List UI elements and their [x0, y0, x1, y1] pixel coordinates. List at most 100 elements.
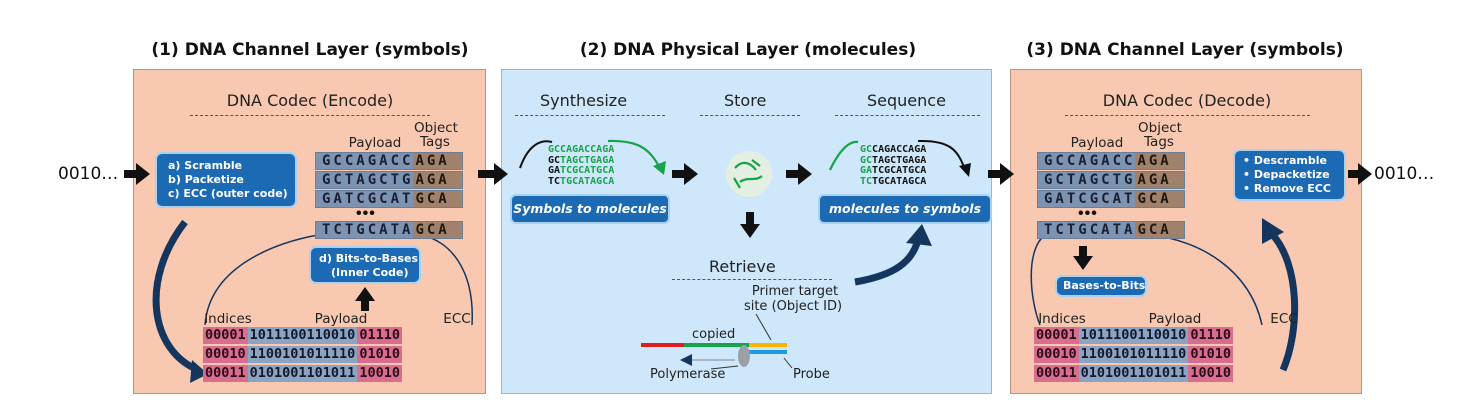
seq-arc-green — [829, 140, 859, 171]
oligo-body: TAGCTGAGA — [560, 154, 615, 166]
seq-arc-black-head — [959, 163, 971, 177]
oligo-prefix: GC — [860, 154, 873, 166]
oligo-prefix: TC — [860, 175, 873, 187]
strand-tag: AGA — [1135, 153, 1184, 169]
bases-to-bits-label: Bases-to-Bits — [1063, 279, 1146, 292]
bits-to-bases-label: d) Bits-to-Bases — [319, 252, 418, 265]
decode-ecc-header: ECC — [1270, 311, 1298, 327]
inner-code-label: (Inner Code) — [331, 266, 409, 279]
input-arrow — [124, 163, 150, 185]
encode-arc-left — [204, 234, 319, 326]
strand-tag: GCA — [1135, 191, 1184, 207]
encode-curved-arrow — [152, 219, 200, 374]
decode-payload-header: Payload — [1070, 135, 1124, 151]
encode-bits-row-3: 00011 0101001101011 10010 — [203, 365, 402, 382]
synth-to-store-arrow — [672, 163, 698, 185]
decode-title: DNA Codec (Decode) — [1102, 91, 1272, 110]
seq-oligos: GCCAGACCAGA GCTAGCTGAGA GATCGCATGCA TCTG… — [860, 144, 927, 188]
encode-strand-2: GCTAGCTG AGA — [315, 171, 463, 189]
oligo-body: TAGCTGAGA — [872, 154, 927, 166]
oligo-line: GCTAGCTGAGA — [548, 154, 615, 167]
store-label: Store — [724, 91, 767, 110]
store-dna-3 — [751, 159, 761, 167]
decode-strand-2: GCTAGCTG AGA — [1037, 171, 1185, 189]
molecules-to-symbols-box: molecules to symbols — [818, 194, 992, 224]
encode-tags-header-line2: Tags — [420, 134, 450, 150]
encode-to-physical-arrow — [478, 163, 508, 185]
strand-payload: TCTGCATA — [316, 222, 414, 238]
strand-payload: GCTAGCTG — [316, 172, 414, 188]
oligo-prefix: GC — [860, 144, 873, 155]
oligo-line: GCCAGACCAGA — [860, 144, 926, 156]
decode-down-arrowhead — [1073, 256, 1093, 270]
decode-bits-row-2: 00010 1100101011110 01010 — [1034, 346, 1233, 363]
retrieve-divider — [672, 279, 832, 280]
probe-pointer — [783, 357, 793, 369]
decode-down-arrow-shaft — [1079, 246, 1087, 258]
physical-to-decode-arrow — [988, 163, 1014, 185]
encode-tags-header: Object Tags — [414, 121, 458, 150]
encode-title: DNA Codec (Encode) — [226, 91, 394, 110]
store-to-retrieve-arrow — [740, 212, 760, 238]
oligo-body: TCGCATGCA — [872, 165, 927, 176]
store-to-sequence-arrow — [786, 163, 812, 185]
strand-tag: GCA — [413, 222, 462, 238]
bits-ecc: 01010 — [1188, 346, 1233, 363]
oligo-prefix: GA — [860, 165, 873, 176]
bases-to-bits-box: Bases-to-Bits — [1055, 275, 1147, 297]
synthesize-label: Synthesize — [540, 91, 628, 110]
encode-curved-arrowhead — [190, 360, 208, 383]
bits-ecc: 10010 — [1188, 365, 1233, 382]
decode-ellipsis: ••• — [1078, 205, 1098, 222]
decode-curved-arrow — [1269, 231, 1299, 372]
strand-tag: GCA — [1135, 222, 1184, 238]
bits-index: 00011 — [1034, 365, 1079, 382]
bits-index: 00001 — [203, 327, 248, 344]
polymerase-label: Polymerase — [650, 367, 726, 382]
encode-up-arrowhead — [355, 287, 375, 301]
output-arrow — [1348, 163, 1372, 185]
decode-tags-header: Object Tags — [1138, 121, 1182, 150]
bits-index: 00010 — [1034, 346, 1079, 363]
store-dna-4 — [733, 177, 741, 189]
strand-payload: GCCAGACC — [1038, 153, 1136, 169]
decode-strand-1: GCCAGACC AGA — [1037, 152, 1185, 170]
oligo-line: GATCGCATGCA — [860, 165, 927, 177]
input-bits: 0010… — [58, 164, 119, 184]
encode-strand-1: GCCAGACC AGA — [315, 152, 463, 170]
bits-index: 00001 — [1034, 327, 1079, 344]
strand-payload: GCCAGACC — [316, 153, 414, 169]
decode-tags-header-line2: Tags — [1144, 134, 1174, 150]
copied-label: copied — [692, 327, 736, 342]
oligo-prefix: TC — [548, 175, 561, 187]
oligo-prefix: GA — [548, 165, 561, 176]
probe-label: Probe — [793, 367, 830, 382]
encode-payload-header: Payload — [348, 135, 402, 151]
strand-tag: AGA — [1135, 172, 1184, 188]
encode-ellipsis: ••• — [356, 205, 376, 222]
strand-payload: GCTAGCTG — [1038, 172, 1136, 188]
ecc-header: ECC — [443, 311, 471, 327]
encode-bits-row-1: 00001 1011100110010 01110 — [203, 327, 402, 344]
oligo-line: TCTGCATAGCA — [860, 175, 926, 188]
synthesize-divider — [515, 115, 665, 116]
strand-tag: AGA — [413, 172, 462, 188]
section-1-title: (1) DNA Channel Layer (symbols) — [151, 40, 469, 60]
synth-arc-black — [519, 140, 553, 169]
encode-up-arrow-shaft — [361, 299, 369, 311]
oligo-line: GCCAGACCAGA — [548, 144, 614, 156]
encode-bits-row-2: 00010 1100101011110 01010 — [203, 346, 402, 363]
bits-ecc: 01010 — [357, 346, 402, 363]
sequence-label: Sequence — [867, 91, 946, 110]
encode-strand-3: GATCGCAT GCA — [315, 190, 463, 208]
decode-steps-box: • Descramble • Depacketize • Remove ECC — [1233, 149, 1346, 201]
bits-payload: 1100101011110 — [247, 346, 358, 363]
decode-arc-left — [1030, 234, 1046, 326]
oligo-line: GATCGCATGCA — [548, 165, 614, 177]
encode-steps-box: a) Scramble b) Packetize c) ECC (outer c… — [155, 152, 297, 208]
bits-ecc: 01110 — [357, 327, 402, 344]
primer-target-line1: Primer target — [751, 284, 839, 299]
strand-payload: GATCGCAT — [1038, 191, 1136, 207]
decode-bits-row-1: 00001 1011100110010 01110 — [1034, 327, 1233, 344]
